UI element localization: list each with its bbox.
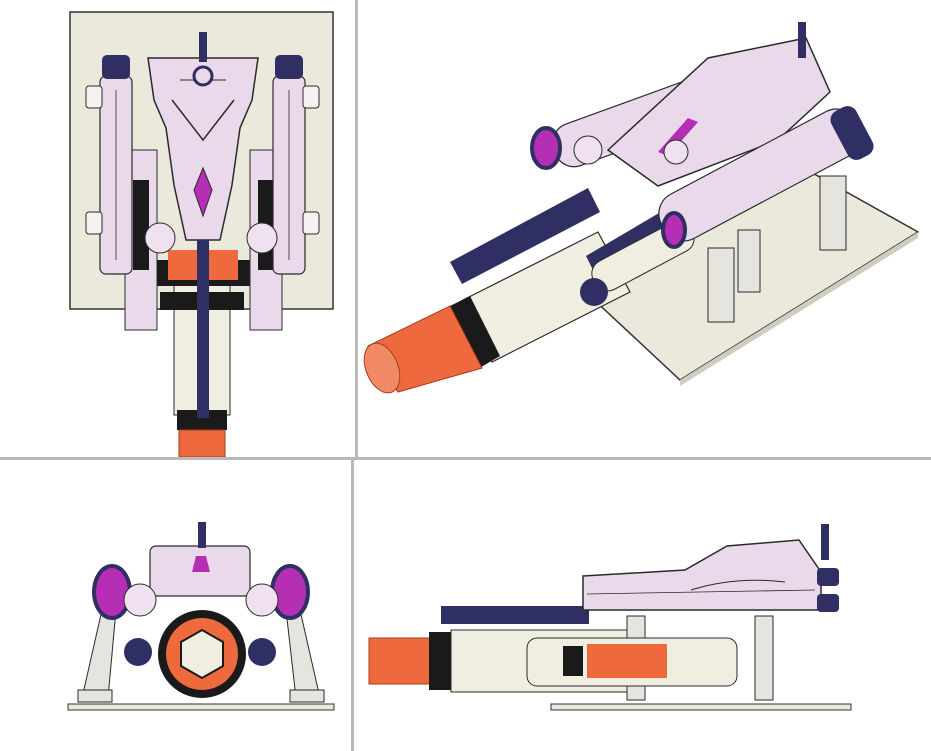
top-view-drawing bbox=[69, 11, 334, 457]
viewport-perspective[interactable] bbox=[358, 0, 931, 457]
divider-horizontal bbox=[0, 457, 931, 460]
engine-nozzle-right bbox=[830, 106, 874, 160]
canopy-gem bbox=[193, 166, 213, 218]
muzzle bbox=[368, 637, 432, 685]
engine-left bbox=[92, 564, 132, 620]
base-plate bbox=[67, 703, 335, 711]
base-plate-edge bbox=[680, 232, 918, 386]
canopy-gem bbox=[192, 556, 210, 572]
engine-nozzle-left bbox=[102, 55, 130, 79]
lower-capsule-orange bbox=[587, 644, 667, 678]
viewport-front[interactable] bbox=[0, 460, 351, 751]
viewport-side[interactable] bbox=[355, 460, 931, 751]
navy-spine bbox=[197, 240, 209, 418]
pod-clip bbox=[85, 211, 103, 235]
muzzle-hex bbox=[180, 628, 224, 680]
sphere-right bbox=[246, 222, 278, 254]
side-arm-dark bbox=[133, 180, 149, 270]
sphere-right bbox=[245, 583, 279, 617]
engine-nozzle bbox=[817, 594, 839, 612]
black-band bbox=[446, 296, 500, 370]
viewport-top[interactable] bbox=[0, 0, 355, 457]
antenna bbox=[199, 32, 207, 62]
navy-tube bbox=[441, 606, 589, 624]
hull-swoosh bbox=[690, 579, 786, 591]
pylon bbox=[754, 615, 774, 701]
pylon bbox=[819, 175, 847, 251]
pylon bbox=[737, 229, 761, 293]
navy-knob-left bbox=[124, 638, 152, 666]
engine-nozzle-left bbox=[530, 126, 562, 170]
pylon bbox=[707, 247, 735, 323]
main-hull bbox=[582, 539, 822, 611]
pod-clip bbox=[85, 85, 103, 109]
navy-knob-right bbox=[248, 638, 276, 666]
black-band bbox=[429, 632, 451, 690]
sphere-left bbox=[123, 583, 157, 617]
perspective-view-drawing bbox=[363, 22, 920, 394]
front-view-drawing bbox=[67, 522, 335, 711]
antenna bbox=[198, 522, 206, 548]
pylon-left bbox=[81, 609, 117, 699]
navy-knob bbox=[580, 278, 608, 306]
muzzle-face bbox=[363, 342, 401, 394]
pylon-foot bbox=[289, 689, 325, 703]
engine-right bbox=[270, 564, 310, 620]
pod-clip bbox=[302, 211, 320, 235]
base-plate bbox=[550, 703, 852, 711]
sphere bbox=[573, 135, 603, 165]
divider-vertical-bottom bbox=[351, 460, 354, 751]
lower-capsule-dark bbox=[563, 646, 583, 676]
hull-turret bbox=[192, 65, 214, 87]
side-view-drawing bbox=[368, 524, 852, 711]
navy-tube bbox=[450, 188, 600, 284]
engine-nozzle-right bbox=[275, 55, 303, 79]
pylon-right bbox=[285, 609, 321, 699]
engine-nozzle bbox=[817, 568, 839, 586]
pylon-foot bbox=[77, 689, 113, 703]
antenna bbox=[821, 524, 829, 560]
sphere-left bbox=[144, 222, 176, 254]
hull-chevron bbox=[171, 99, 235, 142]
divider-vertical-top bbox=[355, 0, 358, 457]
muzzle bbox=[178, 429, 226, 457]
black-band bbox=[177, 410, 227, 430]
antenna bbox=[798, 22, 806, 58]
pod-clip bbox=[302, 85, 320, 109]
sphere bbox=[663, 139, 689, 165]
engine-nozzle-right-accent bbox=[661, 211, 687, 249]
